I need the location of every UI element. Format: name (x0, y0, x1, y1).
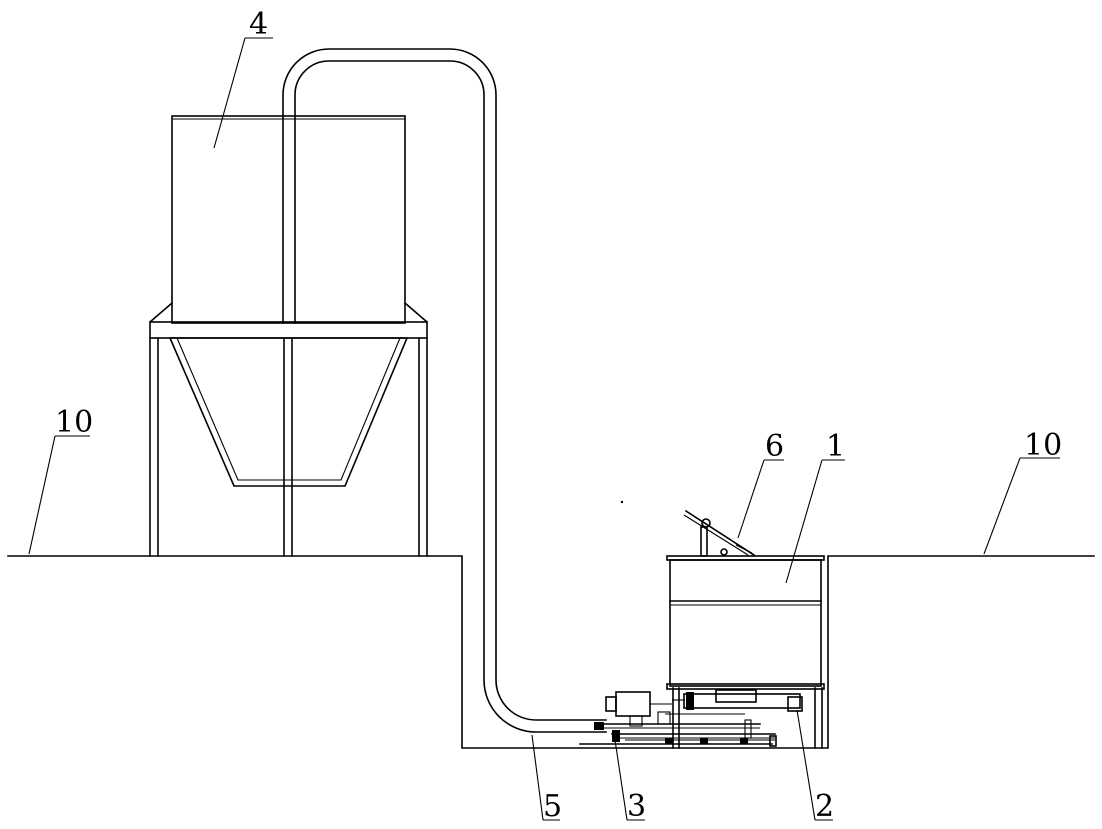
label-hopper: 4 (249, 7, 268, 42)
label-ground-left: 10 (55, 405, 93, 440)
hopper-silo (148, 115, 429, 557)
stray-mark (620, 500, 624, 504)
label-pipe: 5 (543, 789, 562, 824)
mixing-tank (666, 555, 825, 690)
label-lever: 6 (765, 429, 784, 464)
lever-handle (683, 509, 756, 557)
leader-lines (28, 37, 1060, 821)
pump-assembly (579, 691, 777, 747)
label-pump: 3 (627, 789, 646, 824)
label-ground-right: 10 (1024, 428, 1062, 463)
ground-and-pit (7, 555, 1095, 749)
base-frame (665, 687, 823, 749)
label-base: 2 (815, 789, 834, 824)
label-tank: 1 (826, 429, 845, 464)
conveying-pipe (282, 48, 607, 733)
